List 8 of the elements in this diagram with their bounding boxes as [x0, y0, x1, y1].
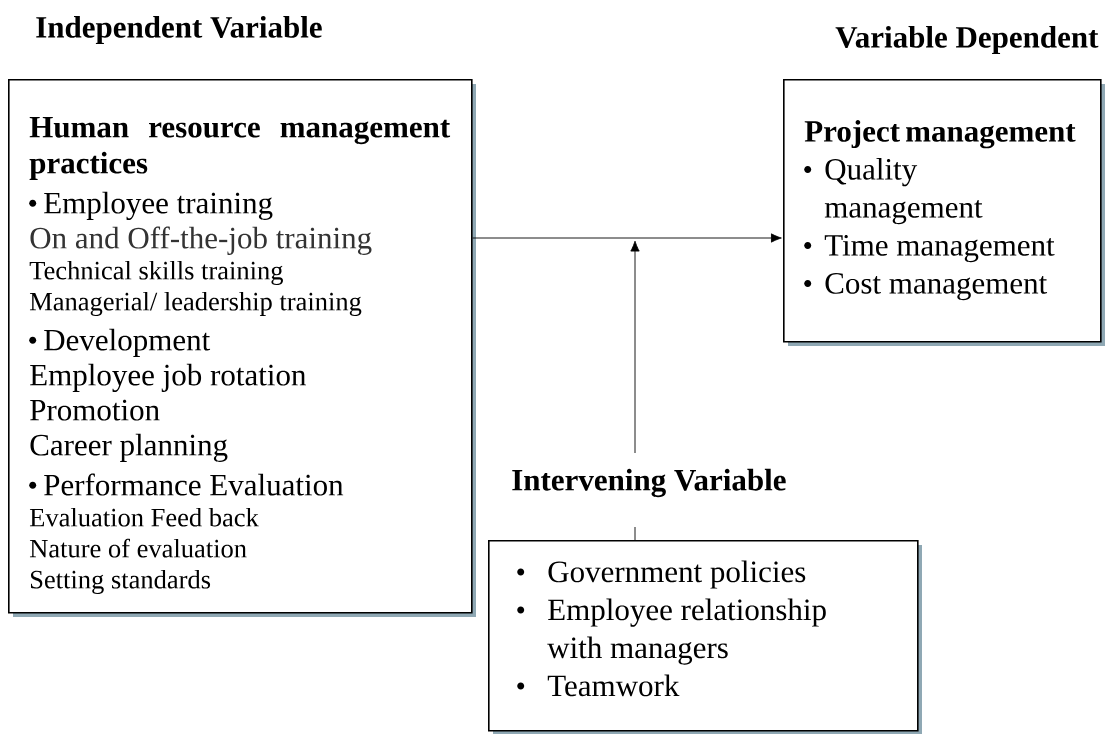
heading: Variable Dependent	[835, 25, 1099, 55]
arrow	[630, 240, 640, 541]
heading: Independent Variable	[36, 15, 322, 45]
variable-box: Government policies Employee relationship with managers Teamwork	[488, 540, 922, 734]
arrow	[472, 233, 782, 243]
variable-box: Human resource management practices Employee training On and Off-the-job training Technical skills training Managerial/ leadership training Development Employee job rotation Promotion Career planning Performance Evaluation Evaluation Feed back Nature of evaluation Setting standards	[8, 79, 476, 617]
heading: Intervening Variable	[512, 468, 786, 498]
variable-box: Project management Quality management Time management Cost management	[783, 79, 1105, 346]
